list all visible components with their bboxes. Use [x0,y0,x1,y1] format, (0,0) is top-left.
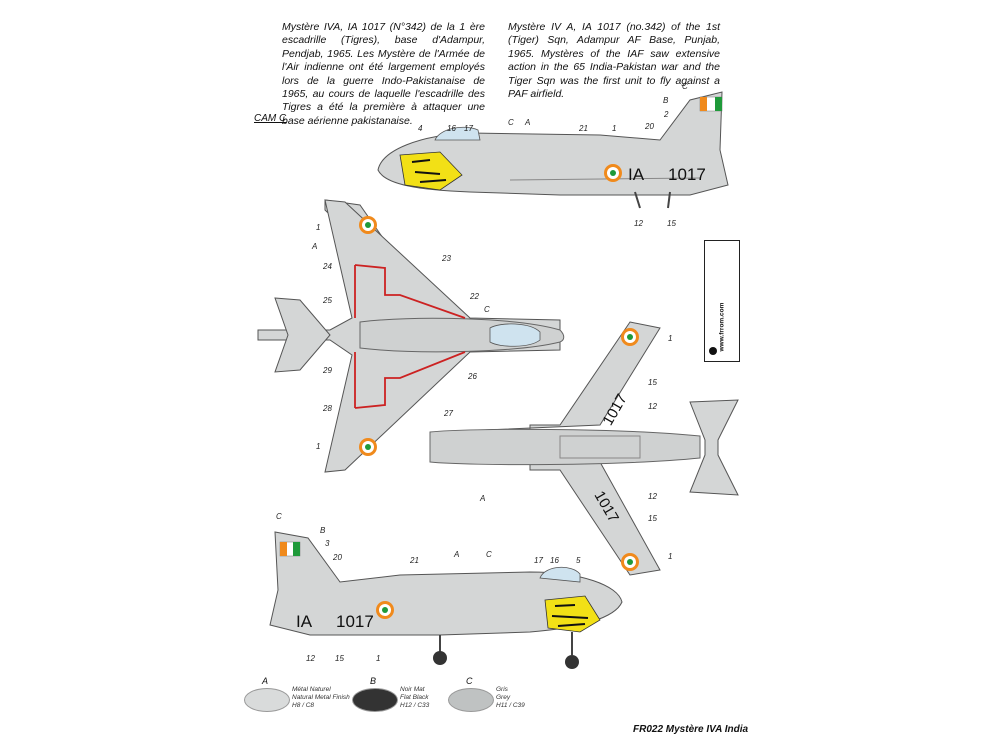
callout: A [312,242,318,251]
callout: 1 [668,334,673,343]
callout: 12 [648,492,657,501]
serial-top-left: IA [628,165,645,184]
callout: 12 [634,219,643,228]
callout: 24 [323,262,332,271]
callout: C [486,550,492,559]
callout: C [508,118,514,127]
side-profile-lower: IA 1017 [269,531,623,669]
callout: 1 [316,223,321,232]
callout: 16 [447,124,456,133]
serial-bottom-right: 1017 [336,612,374,631]
callout: 15 [648,514,657,523]
plan-view-upper [257,199,565,473]
callout: 17 [534,556,543,565]
callout: C [484,305,490,314]
callout: 1 [612,124,617,133]
legend-text: Noir Mat Flat Black H12 / C33 [400,686,430,709]
callout: 15 [335,654,344,663]
legend-item-a: A Métal Naturel Natural Metal Finish H8 … [244,676,364,720]
callout: 20 [333,553,342,562]
publisher-url: www.frrom.com [718,302,726,352]
callout: C [276,512,282,521]
plan-view-under: 1017 1017 [429,321,739,576]
callout: C [682,82,688,91]
callout: 3 [325,539,330,548]
callout: 17 [464,124,473,133]
callout: 28 [323,404,332,413]
legend-letter: A [262,676,269,686]
callout: A [480,494,486,503]
callout: 5 [576,556,581,565]
callout: 25 [323,296,332,305]
color-swatch [244,688,290,712]
serial-bottom-left: IA [296,612,313,631]
side-profile-upper: IA 1017 [377,91,729,209]
callout: 15 [667,219,676,228]
callout: 23 [442,254,451,263]
callout: 21 [410,556,419,565]
legend-text: Métal Naturel Natural Metal Finish H8 / … [292,686,350,709]
publisher-stamp: www.frrom.com [704,240,740,362]
legend-letter: C [466,676,473,686]
camouflage-label: CAM C [254,113,287,124]
callout: 21 [579,124,588,133]
color-swatch [448,688,494,712]
caption-french: Mystère IVA, IA 1017 (N°342) de la 1 ère… [282,21,485,127]
callout: 16 [550,556,559,565]
callout: B [320,526,326,535]
callout: 2 [664,110,669,119]
callout: 20 [645,122,654,131]
legend-item-c: C Gris Grey H11 / C39 [448,676,568,720]
callout: 1 [376,654,381,663]
callout: A [525,118,531,127]
legend-text: Gris Grey H11 / C39 [496,686,525,709]
caption-english: Mystère IV A, IA 1017 (no.342) of the 1s… [508,21,720,101]
callout: 15 [648,378,657,387]
callout: 12 [306,654,315,663]
callout: 29 [323,366,332,375]
legend-letter: B [370,676,377,686]
callout: 1 [316,442,321,451]
callout: 22 [470,292,479,301]
callout: 4 [418,124,423,133]
callout: 1 [668,552,673,561]
legend-item-b: B Noir Mat Flat Black H12 / C33 [352,676,472,720]
callout: B [663,96,669,105]
callout: A [454,550,460,559]
callout: 27 [444,409,453,418]
callout: 12 [648,402,657,411]
stamp-dot-icon [709,347,717,355]
serial-top-right: 1017 [668,165,706,184]
color-swatch [352,688,398,712]
callout: 26 [468,372,477,381]
footer-title: FR022 Mystère IVA India [633,724,749,735]
